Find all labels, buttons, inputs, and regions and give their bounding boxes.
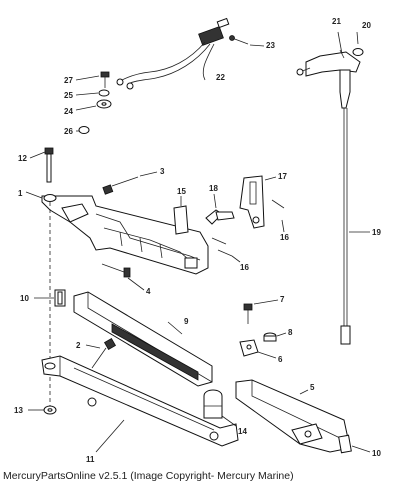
callout-5: 5: [310, 383, 315, 392]
bolt-part-2: [85, 337, 117, 369]
washer-part-24: [75, 99, 112, 111]
callout-6: 6: [278, 355, 283, 364]
callout-20: 20: [362, 21, 371, 30]
lever-part-17: [239, 175, 277, 229]
callout-2: 2: [76, 341, 81, 350]
bracket-part-1: [41, 194, 209, 275]
callout-22: 22: [216, 73, 225, 82]
nut-part-13: [28, 405, 57, 415]
callout-labels: 1 2 3 4 5 6 7 8 9 10 10 11 12 13 14 15 1…: [14, 17, 381, 464]
callout-1: 1: [18, 189, 23, 198]
callout-3: 3: [160, 167, 165, 176]
callout-4: 4: [146, 287, 151, 296]
strip-part-9: [73, 291, 213, 387]
pad-part-10-right: [338, 434, 371, 454]
callout-21: 21: [332, 17, 341, 26]
callout-25: 25: [64, 91, 73, 100]
callout-13: 13: [14, 406, 23, 415]
screw-part-4: [101, 263, 145, 291]
screw-part-23: [229, 35, 265, 47]
callout-10-right: 10: [372, 449, 381, 458]
switch-assembly-part-22: [116, 17, 230, 90]
screw-part-7: [243, 299, 279, 324]
callout-24: 24: [64, 107, 73, 116]
callout-27: 27: [64, 76, 73, 85]
nut-part-26: [76, 126, 90, 134]
rail-part-11: [41, 355, 239, 453]
pin-part-16-upper: [271, 199, 285, 233]
callout-16-lower: 16: [240, 263, 249, 272]
callout-15: 15: [177, 187, 186, 196]
link-part-18: [205, 193, 235, 225]
callout-23: 23: [266, 41, 275, 50]
rod-part-19: [296, 51, 370, 345]
callout-17: 17: [278, 172, 287, 181]
callout-9: 9: [184, 317, 189, 326]
callout-7: 7: [280, 295, 285, 304]
callout-11: 11: [86, 455, 95, 464]
callout-8: 8: [288, 328, 293, 337]
pad-part-10-left: [34, 289, 66, 307]
nut-part-20: [352, 31, 364, 56]
bolt-part-12: [29, 147, 54, 183]
screw-part-3: [102, 171, 158, 195]
callout-26: 26: [64, 127, 73, 136]
bushing-part-8: [263, 332, 287, 342]
pins-part-16-lower: [211, 237, 241, 263]
callout-18: 18: [209, 184, 218, 193]
block-part-14: [203, 389, 237, 427]
callout-10-left: 10: [20, 294, 29, 303]
pin-part-21: [337, 31, 345, 59]
callout-14: 14: [238, 427, 247, 436]
copyright-footer: MercuryPartsOnline v2.5.1 (Image Copyrig…: [3, 470, 294, 482]
callout-12: 12: [18, 154, 27, 163]
screw-part-27: [75, 71, 110, 88]
plate-part-15: [173, 196, 189, 235]
washer-part-25: [75, 89, 110, 97]
callout-16-right: 16: [280, 233, 289, 242]
bracket-part-5: [235, 379, 351, 453]
callout-19: 19: [372, 228, 381, 237]
clamp-part-6: [239, 339, 277, 359]
